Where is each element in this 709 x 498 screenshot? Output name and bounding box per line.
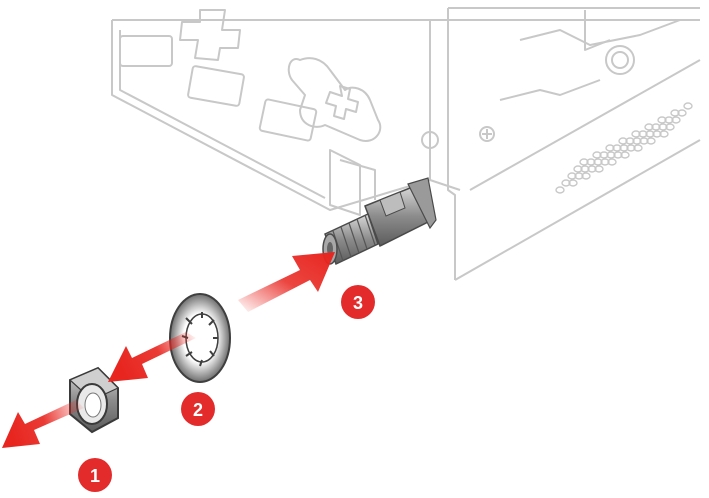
port-cutout — [120, 36, 172, 66]
callout-2: 2 — [181, 392, 215, 426]
connector-stud — [323, 178, 436, 264]
callout-1: 1 — [78, 458, 112, 492]
port-cutout — [188, 66, 245, 107]
vent-holes — [556, 103, 692, 193]
vent-hole — [684, 103, 692, 109]
chassis-back-panel — [112, 20, 460, 210]
vent-hole — [556, 187, 564, 193]
callout-2-number: 2 — [193, 400, 203, 420]
callout-1-number: 1 — [90, 466, 100, 486]
port-cutout — [259, 99, 317, 141]
arrow-3 — [238, 252, 335, 312]
callout-3-number: 3 — [353, 293, 363, 313]
arrow-1 — [2, 400, 84, 448]
removal-arrows — [2, 252, 335, 448]
computer-chassis — [112, 8, 700, 280]
callout-3: 3 — [341, 285, 375, 319]
plus-knockout — [326, 86, 358, 119]
